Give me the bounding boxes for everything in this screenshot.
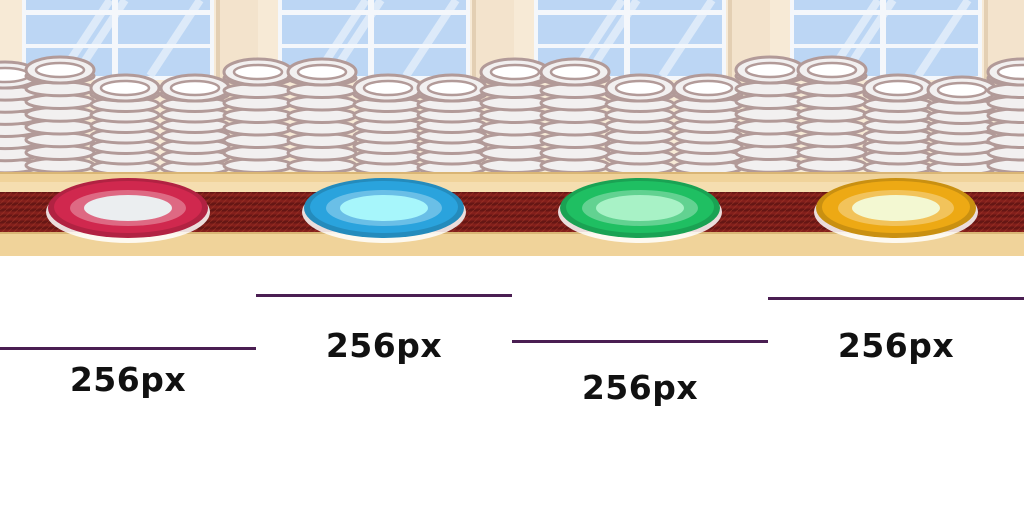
- plate-stack: [672, 73, 744, 176]
- segment-label-2: 256px: [325, 326, 443, 365]
- plate-stack: [24, 55, 96, 174]
- plate-stack: [479, 57, 551, 174]
- plate-stack: [734, 55, 806, 174]
- conveyor-top-rail: [0, 172, 1024, 182]
- segment-label-3: 256px: [581, 368, 699, 407]
- sushi-plates: [46, 178, 978, 243]
- plate-stack: [89, 73, 161, 176]
- plate-stack: [604, 73, 676, 176]
- yellow-plate[interactable]: [814, 178, 978, 243]
- plate-stack: [539, 57, 611, 174]
- plate-stack: [796, 55, 868, 174]
- segment-line-2: [256, 294, 512, 297]
- sushi-conveyor-scene: [0, 0, 1024, 256]
- plate-stack: [352, 73, 424, 176]
- segment-line-4: [768, 297, 1024, 300]
- plate-stack: [159, 73, 231, 176]
- red-plate[interactable]: [46, 178, 210, 243]
- green-plate[interactable]: [558, 178, 722, 243]
- segment-line-1: [0, 347, 256, 350]
- plate-stack: [862, 73, 934, 176]
- segment-label-1: 256px: [69, 360, 187, 399]
- plate-stack: [986, 57, 1024, 174]
- blue-plate[interactable]: [302, 178, 466, 243]
- segment-line-3: [512, 340, 768, 343]
- segment-label-4: 256px: [837, 326, 955, 365]
- plate-stacks: [0, 55, 1024, 177]
- plate-stack: [416, 73, 488, 176]
- plate-stack: [286, 57, 358, 174]
- plate-stack: [926, 75, 998, 177]
- plate-stack: [222, 57, 294, 174]
